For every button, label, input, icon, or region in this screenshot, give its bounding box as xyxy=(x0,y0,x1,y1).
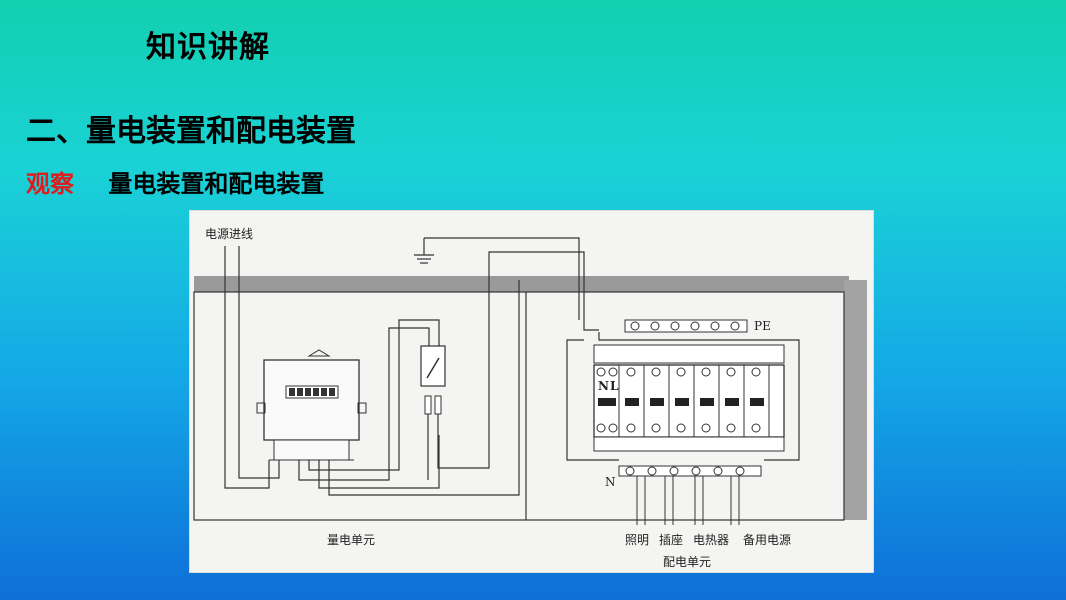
pe-wiring xyxy=(566,332,800,461)
pe-bar xyxy=(624,319,748,333)
switch-wiring xyxy=(427,251,599,480)
cabinet-side-band xyxy=(844,280,867,520)
energy-meter xyxy=(256,349,367,461)
wiring-diagram: 电源进线 xyxy=(193,227,867,569)
output-label-backup-power: 备用电源 xyxy=(743,533,791,547)
power-in-label: 电源进线 xyxy=(205,227,253,241)
n-bar-label: N xyxy=(605,475,616,489)
l-terminal-label: L xyxy=(610,379,619,393)
section-heading: 二、量电装置和配电装置 xyxy=(26,114,356,149)
output-label-lighting: 照明 xyxy=(625,533,649,547)
ground-symbol xyxy=(414,237,580,320)
metering-unit-label: 量电单元 xyxy=(327,533,375,547)
breaker-block xyxy=(593,344,785,452)
observe-row: 观察 量电装置和配电装置 xyxy=(26,164,324,199)
distribution-unit-label: 配电单元 xyxy=(663,555,711,569)
observe-text: 量电装置和配电装置 xyxy=(108,170,325,198)
incoming-wires xyxy=(224,246,280,489)
output-label-socket: 插座 xyxy=(659,532,683,547)
knife-switch xyxy=(420,345,446,415)
output-label-heater: 电热器 xyxy=(693,533,729,547)
n-terminal-label: N xyxy=(598,379,609,393)
cabinet-top-band xyxy=(194,276,849,292)
n-bar xyxy=(618,465,762,477)
wiring-diagram-figure: 电源进线 xyxy=(189,210,874,573)
pe-label: PE xyxy=(754,319,771,333)
meter-wiring xyxy=(298,280,520,496)
slide-title: 知识讲解 xyxy=(146,30,270,65)
outgoing-circuits xyxy=(636,476,740,525)
observe-label: 观察 xyxy=(26,170,74,198)
